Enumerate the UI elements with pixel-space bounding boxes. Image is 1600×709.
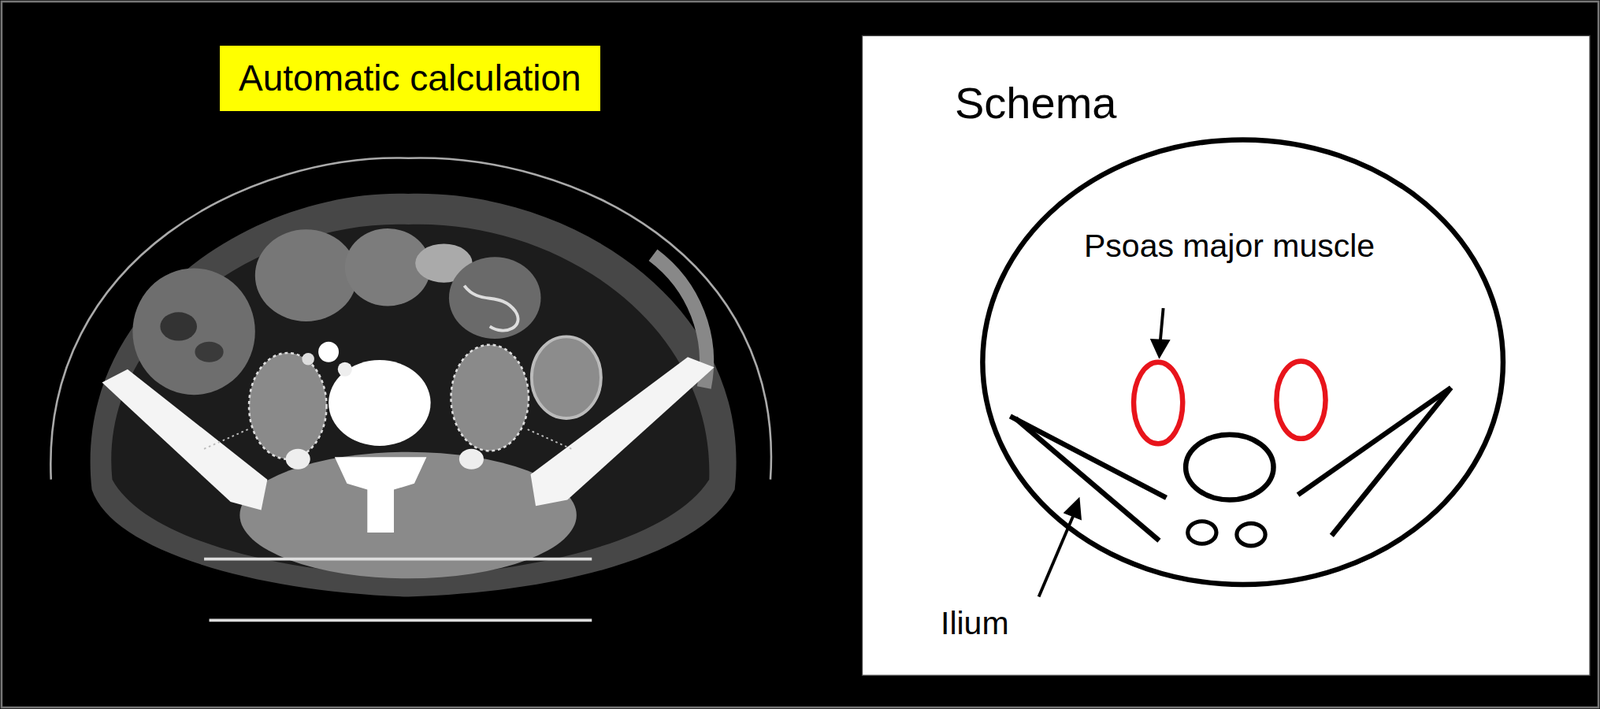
part-label: Ilium <box>940 604 1010 643</box>
badge-text: Automatic calculation <box>238 56 582 101</box>
schema-drawing <box>982 139 1504 597</box>
ct-image <box>50 157 772 620</box>
title-badge: Automatic calculation <box>219 45 601 112</box>
panel-heading: Schema <box>954 76 1117 130</box>
part-label: Psoas major muscle <box>1083 226 1375 266</box>
